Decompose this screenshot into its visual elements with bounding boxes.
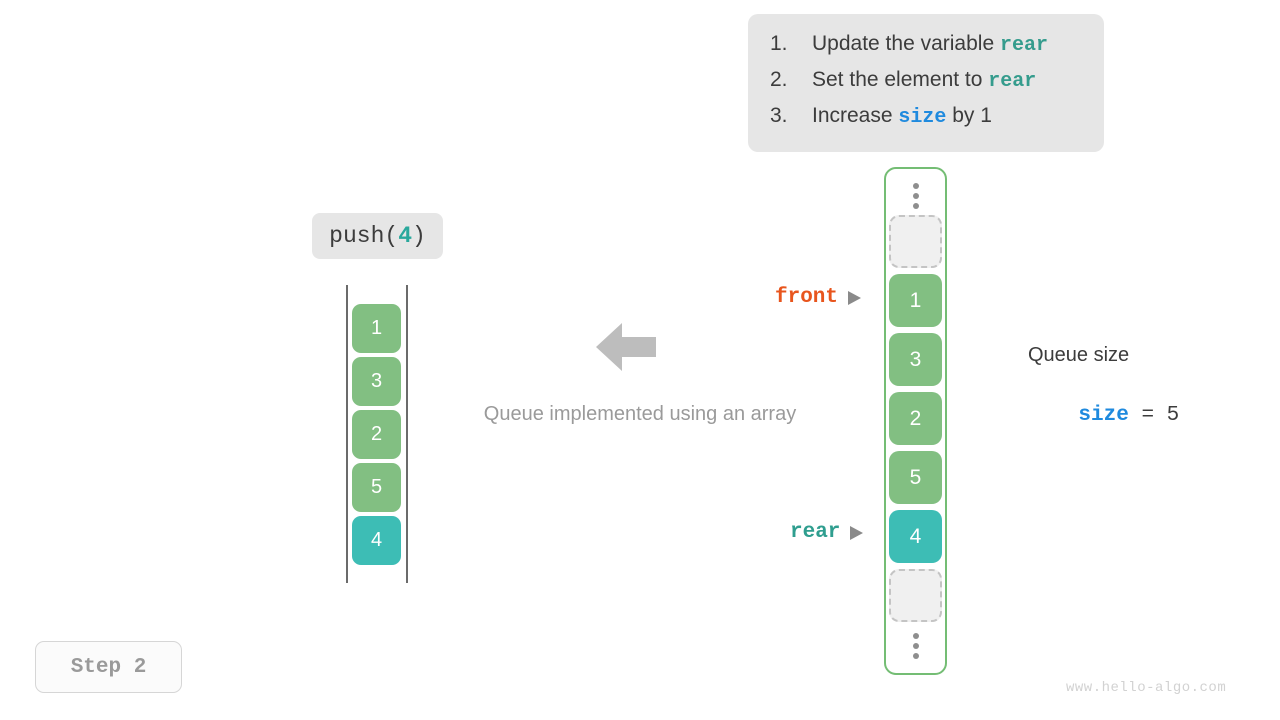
queue-cell-highlighted: 4 [889,510,942,563]
operation-argument: 4 [398,223,412,249]
instruction-number: 3. [770,104,788,127]
instruction-code: rear [988,70,1037,93]
operation-close-paren: ) [412,223,426,249]
pointer-arrow-icon [850,525,864,540]
queue-size-value: size = 5 [1028,381,1179,450]
queue-cell-empty [889,215,942,268]
arrow-left-icon [596,322,656,372]
left-array-cell-highlighted: 4 [352,516,401,565]
left-array-cell: 3 [352,357,401,406]
queue-cell: 3 [889,333,942,386]
step-badge: Step 2 [35,641,182,693]
instruction-item-1: 1. Update the variable rear [770,32,1082,68]
instruction-text: Increase [812,104,899,127]
diagram-caption: Queue implemented using an array [483,403,797,425]
instruction-text-post: by 1 [946,104,992,127]
instruction-code: size [898,106,947,129]
queue-cell: 2 [889,392,942,445]
queue-cell: 1 [889,274,942,327]
front-pointer-label: front [775,286,862,309]
instruction-item-2: 2. Set the element to rear [770,68,1082,104]
size-number: 5 [1166,404,1180,427]
queue-container: 1 3 2 5 4 [884,167,947,675]
size-variable-name: size [1078,404,1129,427]
array-left-boundary [346,285,348,583]
left-array-cell: 5 [352,463,401,512]
instruction-number: 2. [770,68,788,91]
left-array-cell: 2 [352,410,401,459]
pointer-arrow-icon [848,290,862,305]
instruction-code: rear [999,34,1048,57]
operation-label: push(4) [312,213,443,259]
rear-pointer-text: rear [790,521,841,544]
operation-name: push( [329,223,399,249]
left-array: 1 3 2 5 4 [346,285,408,583]
watermark: www.hello-algo.com [1066,680,1227,696]
size-equals: = [1128,404,1167,427]
queue-cell-empty [889,569,942,622]
instruction-callout: 1. Update the variable rear 2. Set the e… [748,14,1104,152]
left-array-cell: 1 [352,304,401,353]
instruction-text: Set the element to [812,68,989,91]
queue-size-title: Queue size [1028,344,1130,366]
instruction-text: Update the variable [812,32,1000,55]
rear-pointer-label: rear [790,521,864,544]
instruction-number: 1. [770,32,788,55]
array-right-boundary [406,285,408,583]
ellipsis-icon-top [886,183,945,209]
queue-cell: 5 [889,451,942,504]
instruction-item-3: 3. Increase size by 1 [770,104,1082,140]
front-pointer-text: front [775,286,839,309]
ellipsis-icon-bottom [886,633,945,659]
